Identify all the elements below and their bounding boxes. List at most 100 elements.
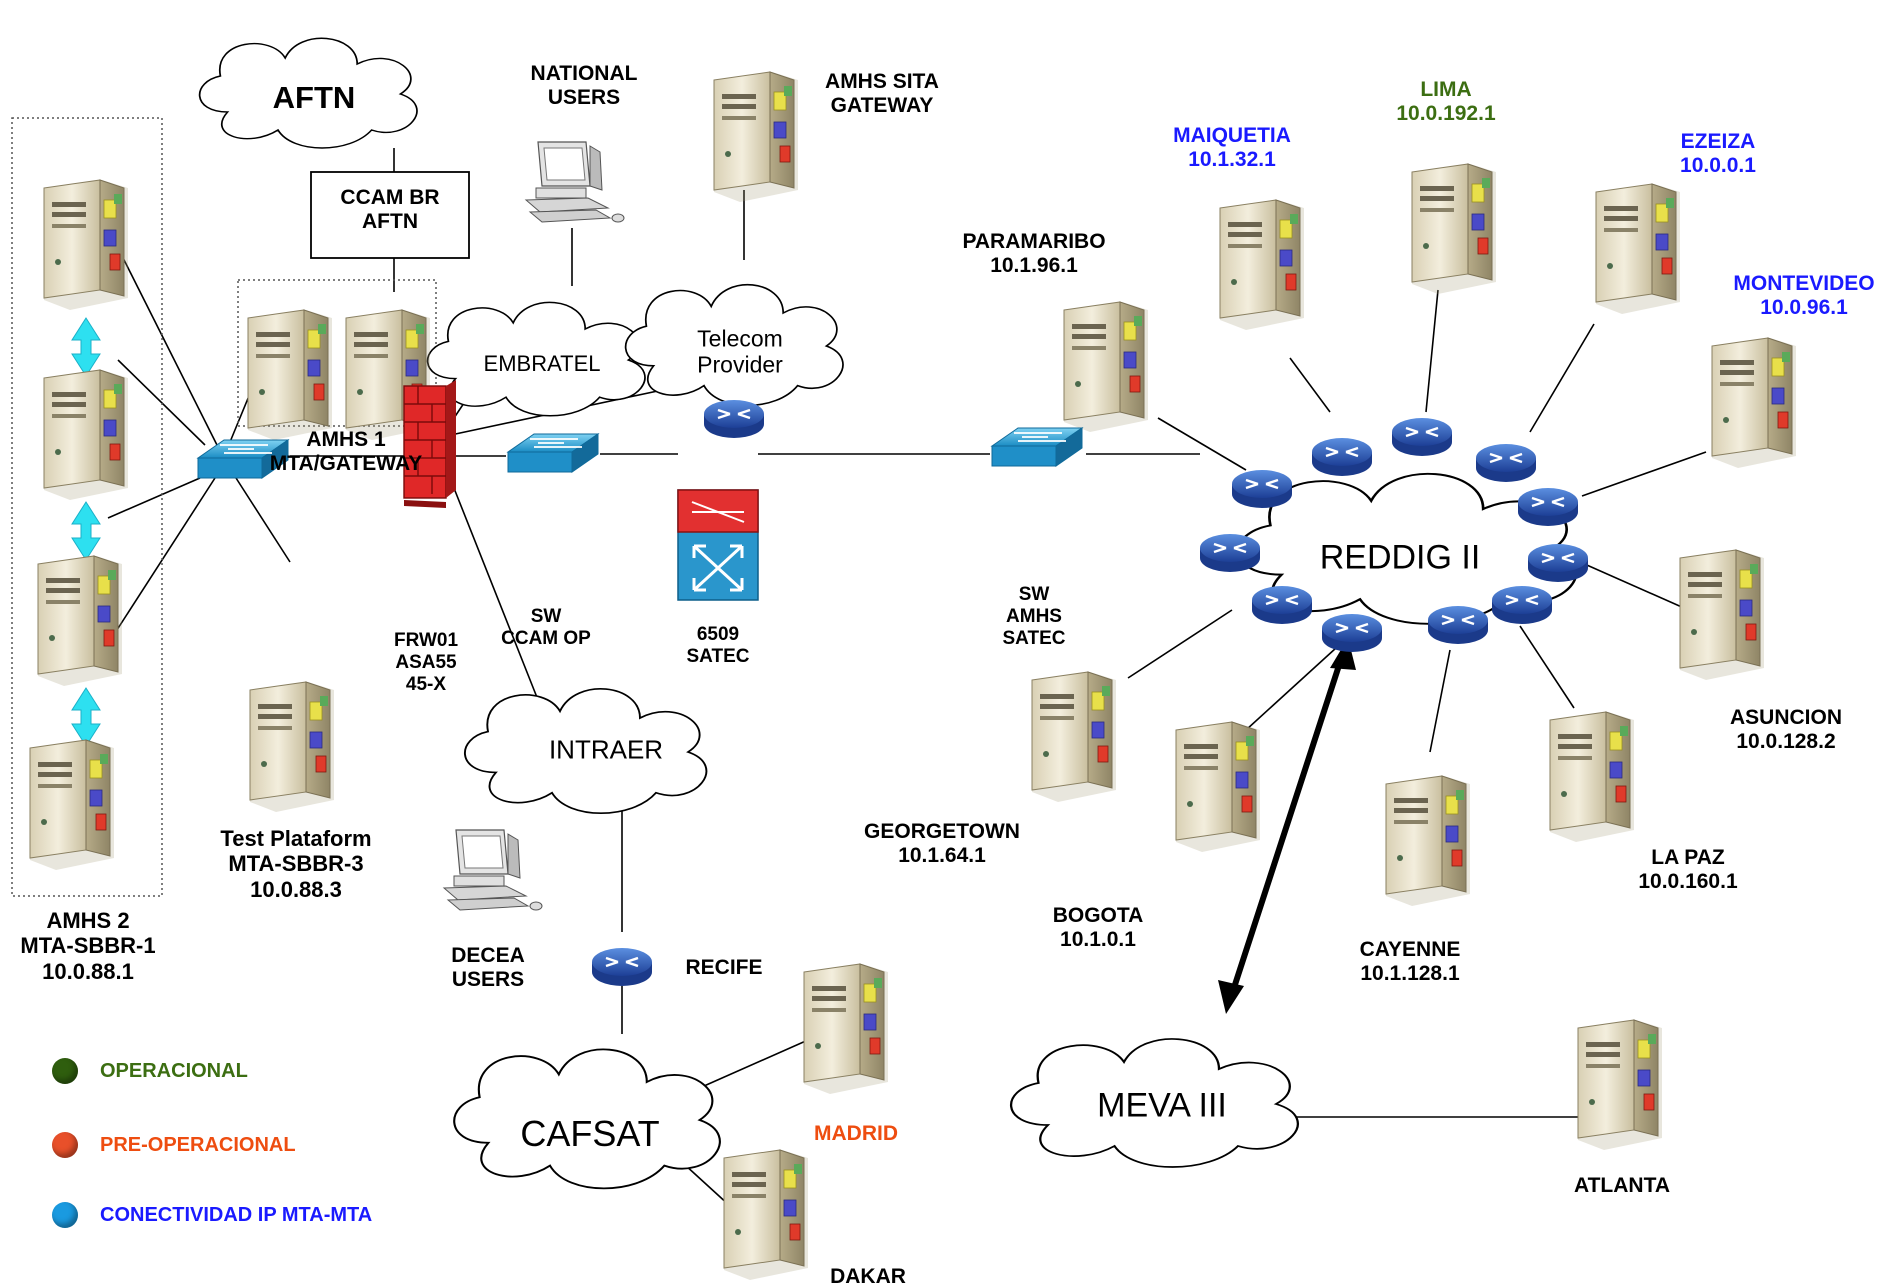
link-cafsat-dakar <box>683 1163 731 1207</box>
router-reddig-9 <box>1490 584 1554 626</box>
amhs2-group-box <box>11 117 163 897</box>
router-reddig-7 <box>1426 604 1490 646</box>
router-reddig-11 <box>1526 542 1590 584</box>
router-reddig-2 <box>1230 468 1294 510</box>
telecom-cloud <box>624 284 844 407</box>
intraer-cloud <box>463 688 708 815</box>
madrid-label: MADRID <box>814 1122 898 1145</box>
reddig-cloud-label: REDDIG II <box>1319 538 1481 577</box>
legend-pre-operational-text: PRE-OPERACIONAL <box>100 1133 296 1156</box>
link-paramaribo <box>1157 417 1247 471</box>
router-reddig-10 <box>1516 486 1580 528</box>
aftn-cloud-label: AFTN <box>272 80 356 115</box>
server-asuncion <box>1679 549 1765 681</box>
intraer-cloud-label: INTRAER <box>548 734 664 765</box>
pc-national-users <box>525 141 625 223</box>
legend-ip-connectivity-dot <box>52 1202 78 1228</box>
amhs2-sync-arrows <box>71 317 101 747</box>
server-georgetown <box>1031 671 1117 803</box>
server-madrid <box>803 963 889 1095</box>
link-bogota <box>1245 647 1337 731</box>
server-atlanta <box>1577 1019 1663 1151</box>
router-reddig-6 <box>1390 416 1454 458</box>
embratel-cloud-label: EMBRATEL <box>483 351 601 376</box>
servers <box>29 71 1797 1281</box>
server-lima <box>1411 163 1497 295</box>
server-maiquetia <box>1219 199 1305 331</box>
link-lima <box>1425 289 1439 413</box>
legend-ip-connectivity: CONECTIVIDAD IP MTA-MTA <box>52 1202 372 1228</box>
server-ezeiza <box>1595 183 1681 315</box>
router-telecom <box>702 398 766 440</box>
legend-pre-operational: PRE-OPERACIONAL <box>52 1132 296 1158</box>
router-reddig-1 <box>1198 532 1262 574</box>
server-test-platform <box>249 681 335 813</box>
legend-pre-operational-dot <box>52 1132 78 1158</box>
ccam-br-aftn-label: CCAM BR AFTN <box>340 186 440 234</box>
cafsat-cloud-label: CAFSAT <box>520 1113 660 1154</box>
link-amhs2d-switch <box>103 477 216 651</box>
server-amhs2-d <box>29 739 115 871</box>
pc-decea-users <box>443 829 543 911</box>
firewall-frw01 <box>403 380 456 508</box>
server-amhs1-a <box>247 309 333 441</box>
server-amhs2-c <box>37 555 123 687</box>
link-asuncion <box>1579 561 1685 609</box>
clouds <box>198 37 1578 1190</box>
telecom-cloud-label: Telecom Provider <box>697 325 783 378</box>
legend-ip-connectivity-text: CONECTIVIDAD IP MTA-MTA <box>100 1203 373 1226</box>
aftn-cloud <box>198 37 418 149</box>
link-firewall-intraer <box>445 467 541 706</box>
link-lapaz <box>1519 625 1575 709</box>
router-reddig-8 <box>1474 442 1538 484</box>
ccam-br-aftn-box <box>310 171 470 259</box>
legend-operational: OPERACIONAL <box>52 1058 248 1084</box>
server-montevideo <box>1711 337 1797 469</box>
link-cafsat-madrid <box>703 1039 809 1087</box>
dakar-label: DAKAR <box>830 1265 906 1288</box>
link-maiquetia <box>1289 357 1331 413</box>
switch-ccam-op <box>507 433 599 473</box>
switch-amhs-satec <box>991 427 1083 467</box>
recife-label: RECIFE <box>685 956 763 979</box>
link-cayenne <box>1429 649 1451 753</box>
link-montevideo <box>1581 451 1707 497</box>
server-amhs-sita <box>713 71 799 203</box>
server-amhs2-b <box>43 369 129 501</box>
cafsat-cloud <box>453 1048 721 1190</box>
embratel-cloud <box>426 301 646 417</box>
server-dakar <box>723 1149 809 1281</box>
link-ezeiza <box>1529 323 1595 433</box>
connection-lines <box>103 190 1707 1207</box>
atlanta-label: ATLANTA <box>1573 1174 1671 1197</box>
server-bogota <box>1175 721 1261 853</box>
legend-operational-text: OPERACIONAL <box>100 1059 248 1082</box>
router-reddig-5 <box>1320 612 1384 654</box>
server-lapaz <box>1549 711 1635 843</box>
meva-cloud-label: MEVA III <box>1097 1086 1227 1125</box>
link-amhs2b-switch <box>117 359 206 446</box>
link-georgetown <box>1127 609 1233 679</box>
server-amhs2-a <box>43 179 129 311</box>
server-paramaribo <box>1063 301 1149 433</box>
link-amhs2c-switch <box>107 477 201 519</box>
router-reddig-3 <box>1250 584 1314 626</box>
link-test-switch <box>235 477 291 563</box>
